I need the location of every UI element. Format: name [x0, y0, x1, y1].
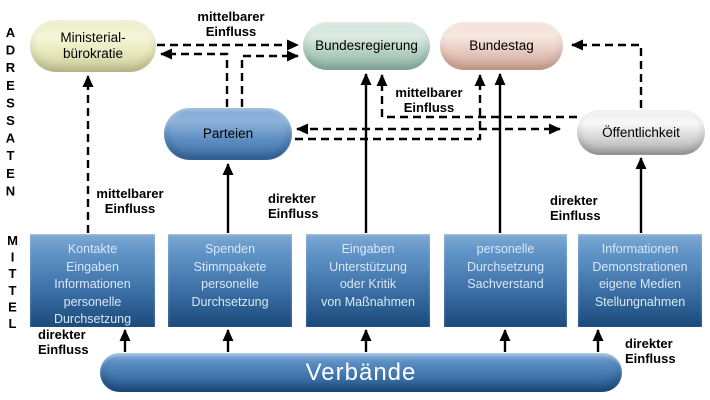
axis-label-adressaten: ADRESSATEN: [3, 25, 18, 201]
mittel-box-line: eigene Medien: [598, 277, 681, 291]
mittel-box-line: personelle: [63, 294, 122, 309]
label-line: Einfluss: [205, 24, 257, 39]
arrow-parteien-ministerialbuerokratie: [160, 48, 229, 107]
node-label: Ministerial-: [60, 30, 126, 45]
node-bundesregierung: Bundesregierung: [303, 22, 430, 70]
label-line: direkter: [268, 191, 316, 206]
label-mittelbarer-einfluss-mid: mittelbarer Einfluss: [389, 85, 469, 115]
label-line: direkter: [38, 327, 86, 342]
mittel-box-line: Stellungnahmen: [594, 294, 686, 309]
mittel-box-line: oder Kritik: [339, 277, 397, 291]
label-mittelbarer-einfluss-left: mittelbarer Einfluss: [90, 186, 170, 216]
mittel-box-line: von Maßnahmen: [321, 294, 415, 309]
mittel-box-line: Stimmpakete: [193, 259, 267, 274]
label-direkter-einfluss-center: direkter Einfluss: [268, 191, 319, 221]
node-parteien: Parteien: [164, 108, 292, 160]
arrow-oeffentlichkeit-bundestag: [571, 39, 643, 108]
mittel-box-5: Informationen Demonstrationen eigene Med…: [578, 234, 702, 327]
mittel-box-2: Spenden Stimmpakete personelle Durchsetz…: [168, 234, 292, 327]
label-line: mittelbarer: [197, 9, 265, 24]
mittel-box-line: Demonstrationen: [592, 259, 688, 274]
label-line: Einfluss: [625, 351, 676, 366]
mittel-box-line: Durchsetzung: [466, 259, 545, 274]
label-mittelbarer-einfluss-top: mittelbarer Einfluss: [183, 9, 279, 39]
node-label: Verbände: [305, 358, 417, 386]
mittel-box-line: Informationen: [54, 277, 131, 291]
mittel-box-4: personelle Durchsetzung Sachverstand: [444, 234, 567, 327]
label-line: mittelbarer: [395, 85, 463, 100]
mittel-box-line: Durchsetzung: [191, 294, 269, 309]
node-label: Parteien: [202, 126, 254, 141]
node-verbaende: Verbände: [100, 353, 622, 392]
label-direkter-einfluss-bottom-left: direkter Einfluss: [38, 327, 89, 357]
mittel-box-line: personelle: [476, 242, 535, 256]
mittel-box-line: Eingaben: [341, 242, 395, 256]
label-line: direkter: [550, 193, 598, 208]
label-line: Einfluss: [403, 100, 455, 115]
label-line: mittelbarer: [96, 186, 164, 201]
mittel-box-line: Unterstützung: [329, 259, 407, 274]
label-line: Einfluss: [550, 208, 601, 223]
node-oeffentlichkeit: Öffentlichkeit: [577, 110, 705, 155]
label-line: Einfluss: [38, 342, 89, 357]
mittel-box-3: Eingaben Unterstützung oder Kritik von M…: [306, 234, 430, 327]
node-label: bürokratie: [62, 46, 124, 61]
arrow-oeffentlichkeit-bundesregierung: [376, 74, 577, 119]
node-ministerialbuerokratie: Ministerial- bürokratie: [30, 20, 156, 72]
mittel-box-line: Informationen: [601, 242, 679, 256]
mittel-box-line: Spenden: [204, 242, 256, 256]
label-direkter-einfluss-right: direkter Einfluss: [550, 193, 601, 223]
label-line: Einfluss: [104, 201, 156, 216]
node-label: Bundesregierung: [315, 38, 418, 53]
mittel-box-line: Durchsetzung: [53, 312, 132, 326]
mittel-box-1: Kontakte Eingaben Informationen personel…: [30, 234, 155, 327]
node-label: Öffentlichkeit: [602, 124, 680, 140]
arrow-parteien-bundestag: [295, 74, 486, 141]
node-label: Bundestag: [469, 38, 534, 53]
arrow-parteien-bundesregierung: [240, 50, 299, 107]
node-bundestag: Bundestag: [440, 22, 563, 70]
mittel-box-line: Sachverstand: [467, 277, 544, 291]
label-line: direkter: [625, 336, 673, 351]
mittel-box-line: Kontakte: [67, 242, 118, 256]
label-direkter-einfluss-bottom-right: direkter Einfluss: [625, 336, 676, 366]
mittel-box-line: Eingaben: [66, 259, 119, 274]
label-line: Einfluss: [268, 206, 319, 221]
axis-label-mittel: MITTEL: [5, 233, 20, 333]
mittel-box-line: personelle: [201, 277, 259, 291]
